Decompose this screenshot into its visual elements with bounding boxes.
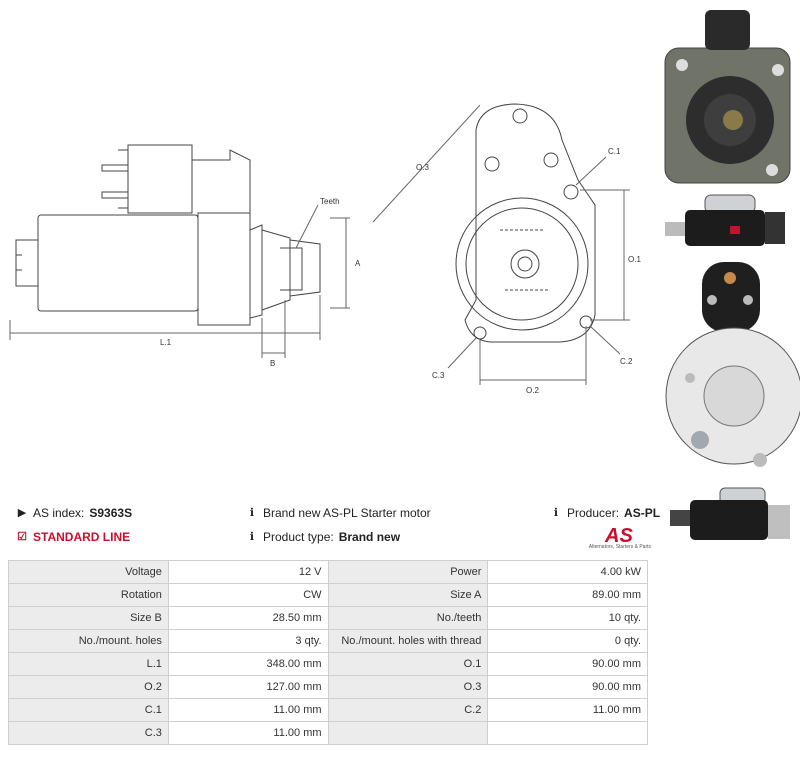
spec-label: O.1 <box>327 652 489 676</box>
spec-value: 28.50 mm <box>167 606 329 630</box>
standard-line: ☑ STANDARD LINE <box>17 530 131 544</box>
spec-label: O.3 <box>327 675 489 699</box>
spec-value: 89.00 mm <box>487 583 648 607</box>
spec-label: No./mount. holes <box>8 629 169 653</box>
spec-label: Size B <box>8 606 169 630</box>
as-pl-logo: AS Alternators, Starters & Parts <box>588 525 651 550</box>
spec-label: Voltage <box>8 560 169 584</box>
product-type-value: Brand new <box>338 530 401 544</box>
spec-label: O.2 <box>8 675 169 699</box>
product-photos <box>664 10 800 540</box>
spec-label: C.3 <box>8 721 169 745</box>
spec-label: C.2 <box>327 698 489 722</box>
spec-value: 90.00 mm <box>487 652 648 676</box>
spec-value: 0 qty. <box>487 629 648 653</box>
spec-value: 11.00 mm <box>487 698 648 722</box>
as-index: ▶ AS index: S9363S <box>17 506 133 520</box>
spec-value: 127.00 mm <box>167 675 329 699</box>
photo-flange-front <box>664 10 791 184</box>
spec-label: Rotation <box>8 583 169 607</box>
spec-label: No./mount. holes with thread <box>327 629 489 653</box>
product-info: ▶ AS index: S9363S ☑ STANDARD LINE ℹ Bra… <box>10 500 660 556</box>
label-o2: O.2 <box>526 386 539 395</box>
label-c1: C.1 <box>608 147 621 156</box>
check-square-icon: ☑ <box>17 531 27 543</box>
spec-label: No./teeth <box>327 606 489 630</box>
spec-value: 3 qty. <box>167 629 329 653</box>
spec-label <box>327 721 489 745</box>
label-teeth: Teeth <box>320 197 340 206</box>
spec-value: 10 qty. <box>487 606 648 630</box>
motor-body-outline <box>37 214 199 312</box>
spec-label: Power <box>327 560 489 584</box>
label-c3: C.3 <box>432 371 445 380</box>
spec-value: 11.00 mm <box>167 698 329 722</box>
description: ℹ Brand new AS-PL Starter motor <box>246 506 431 520</box>
spec-value: 90.00 mm <box>487 675 648 699</box>
tags-icon: ▶ <box>17 507 27 519</box>
spec-value: 11.00 mm <box>167 721 329 745</box>
svg-text:AS: AS <box>604 525 633 546</box>
photo-side-view <box>665 194 785 246</box>
info-icon: ℹ <box>553 507 559 519</box>
label-a: A <box>355 259 361 268</box>
flange-outline <box>464 103 596 343</box>
producer-value: AS-PL <box>624 506 661 520</box>
spec-value: 12 V <box>167 560 329 584</box>
label-c2: C.2 <box>620 357 633 366</box>
producer: ℹ Producer: AS-PL <box>550 506 660 520</box>
spec-value: CW <box>167 583 329 607</box>
photo-rear-view <box>665 262 800 467</box>
label-b: B <box>270 359 275 368</box>
label-l1: L.1 <box>160 338 172 347</box>
spec-label: C.1 <box>8 698 169 722</box>
spec-value: 4.00 kW <box>487 560 648 584</box>
info-icon: ℹ <box>249 507 255 519</box>
label-o3: O.3 <box>416 163 429 172</box>
label-o1: O.1 <box>628 255 641 264</box>
solenoid-outline <box>127 144 193 214</box>
as-index-value: S9363S <box>89 506 133 520</box>
spec-value: 348.00 mm <box>167 652 329 676</box>
info-icon: ℹ <box>249 531 255 543</box>
photo-side-view-2 <box>670 487 790 540</box>
technical-drawing: Teeth A B L.1 O.3 C.1 O.1 C.2 C.3 O.2 <box>9 103 641 395</box>
spec-value <box>487 721 648 745</box>
spec-label: Size A <box>327 583 489 607</box>
product-type: ℹ Product type: Brand new <box>246 530 400 544</box>
spec-label: L.1 <box>8 652 169 676</box>
